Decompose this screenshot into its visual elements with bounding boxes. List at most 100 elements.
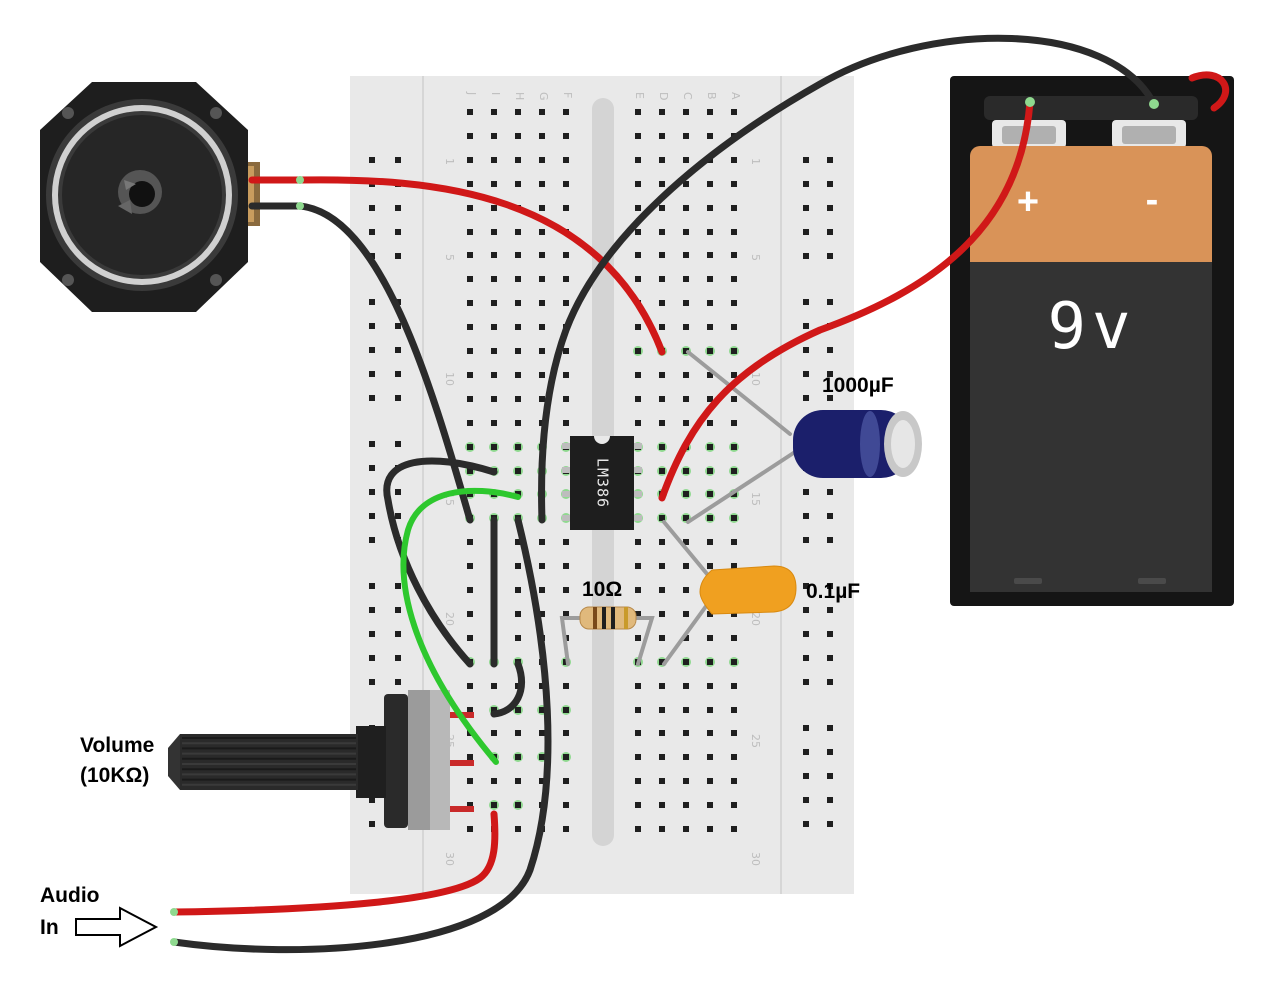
speaker-mount-hole <box>210 107 222 119</box>
breadboard-hole <box>539 372 545 378</box>
column-letters-left: J I H G F <box>465 91 574 101</box>
rail-hole <box>803 631 809 637</box>
rail-hole <box>803 347 809 353</box>
col-letter: F <box>561 92 574 98</box>
breadboard-hole <box>467 300 473 306</box>
rail-hole <box>827 157 833 163</box>
chip-pins <box>562 443 642 521</box>
breadboard-hole <box>515 229 521 235</box>
breadboard-hole <box>515 324 521 330</box>
breadboard-hole <box>467 539 473 545</box>
rail-hole <box>803 679 809 685</box>
breadboard-hole <box>707 324 713 330</box>
breadboard-hole <box>683 539 689 545</box>
breadboard-hole <box>467 683 473 689</box>
breadboard-hole <box>731 348 737 354</box>
rail-hole <box>803 583 809 589</box>
breadboard-hole <box>515 133 521 139</box>
breadboard-hole <box>683 491 689 497</box>
breadboard-hole <box>467 826 473 832</box>
breadboard-hole <box>731 205 737 211</box>
pot-knob-tip <box>168 734 180 790</box>
breadboard-hole <box>563 252 569 258</box>
rail-hole <box>369 679 375 685</box>
breadboard-hole <box>467 468 473 474</box>
row-number: 15 <box>749 492 762 506</box>
rail-hole <box>803 749 809 755</box>
rail-hole <box>369 157 375 163</box>
breadboard-hole <box>563 300 569 306</box>
breadboard-hole <box>659 826 665 832</box>
breadboard-hole <box>491 348 497 354</box>
label-resistor: 10Ω <box>582 578 622 601</box>
rail-hole <box>803 371 809 377</box>
breadboard-hole <box>659 802 665 808</box>
wire-black-battery-minus <box>538 34 1158 524</box>
capacitor-0-1uf <box>699 565 797 615</box>
breadboard-hole <box>659 730 665 736</box>
breadboard-hole <box>659 133 665 139</box>
rail-hole <box>827 299 833 305</box>
breadboard-hole <box>491 276 497 282</box>
breadboard-hole <box>467 563 473 569</box>
breadboard-hole <box>467 229 473 235</box>
col-letter: B <box>705 92 718 100</box>
breadboard-hole <box>467 444 473 450</box>
breadboard-hole <box>707 563 713 569</box>
rail-hole <box>827 583 833 589</box>
breadboard-hole <box>659 563 665 569</box>
breadboard-hole <box>635 157 641 163</box>
battery-minus-sign: - <box>1146 179 1159 221</box>
breadboard-hole <box>563 276 569 282</box>
breadboard-hole <box>635 109 641 115</box>
breadboard-hole <box>659 252 665 258</box>
breadboard-hole <box>731 276 737 282</box>
breadboard-hole <box>731 778 737 784</box>
breadboard-hole <box>467 420 473 426</box>
breadboard-hole <box>491 205 497 211</box>
breadboard-hole <box>659 229 665 235</box>
column-letters-right: E D C B A <box>633 92 742 100</box>
rail-hole <box>803 513 809 519</box>
breadboard-hole <box>467 635 473 641</box>
wire-black-jumper-hook <box>490 660 526 718</box>
resistor-lead-left <box>559 616 584 666</box>
rail-hole <box>395 347 401 353</box>
breadboard-hole <box>467 252 473 258</box>
breadboard-hole <box>515 396 521 402</box>
rail-hole <box>827 679 833 685</box>
breadboard-hole <box>467 491 473 497</box>
rail-hole <box>827 181 833 187</box>
col-letter: E <box>633 92 646 99</box>
breadboard-hole <box>731 730 737 736</box>
breadboard-hole <box>515 587 521 593</box>
breadboard-left-rail-edge <box>422 76 424 894</box>
pot-pin <box>448 806 474 812</box>
rail-hole <box>395 441 401 447</box>
rail-hole <box>369 583 375 589</box>
breadboard-hole <box>683 276 689 282</box>
wire-black-loop <box>383 457 498 668</box>
row-number: 10 <box>443 372 456 386</box>
breadboard-hole <box>539 252 545 258</box>
breadboard-hole <box>659 515 665 521</box>
rail-hole <box>827 229 833 235</box>
breadboard-hole <box>731 683 737 689</box>
col-letter: G <box>537 92 550 101</box>
breadboard-hole <box>467 778 473 784</box>
breadboard-hole <box>683 611 689 617</box>
breadboard-hole <box>683 730 689 736</box>
battery-plus-sign: + <box>1017 181 1039 223</box>
breadboard-hole <box>635 754 641 760</box>
wire-end-dots <box>170 97 1159 946</box>
rail-hole <box>827 347 833 353</box>
rail-hole <box>827 607 833 613</box>
breadboard-hole <box>659 468 665 474</box>
rail-hole <box>803 299 809 305</box>
row-number: 20 <box>443 612 456 626</box>
breadboard-hole <box>563 109 569 115</box>
breadboard-hole <box>683 109 689 115</box>
breadboard-hole <box>467 802 473 808</box>
col-letter: D <box>657 92 670 100</box>
breadboard-hole <box>659 587 665 593</box>
